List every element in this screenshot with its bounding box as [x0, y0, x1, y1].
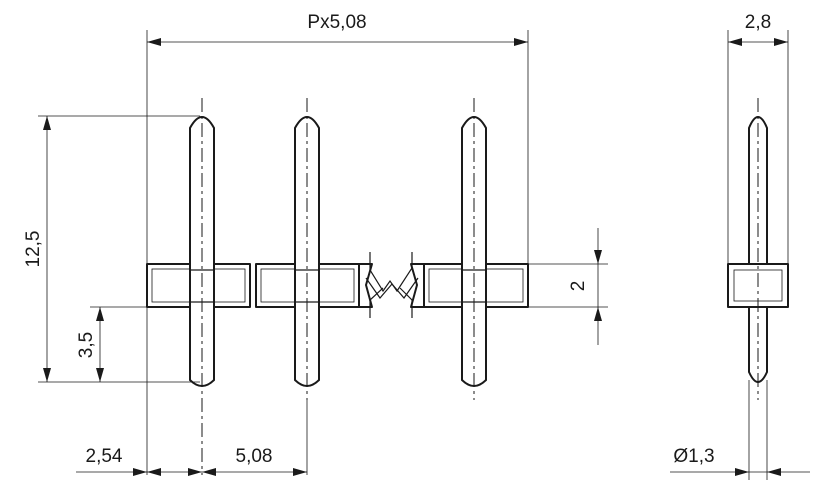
dim-height: 12,5 — [23, 115, 200, 383]
dim-label-body-height: 2 — [568, 281, 589, 292]
side-view: 2,8 Ø1,3 — [670, 12, 810, 480]
zigzag-break-icon — [365, 252, 419, 318]
dim-label-edge-offset: 2,54 — [86, 446, 123, 467]
dim-label-lower-pin: 3,5 — [76, 332, 97, 358]
front-view — [146, 98, 529, 475]
body-partial-right — [410, 263, 425, 308]
dim-overall: Px5,08 — [146, 12, 529, 475]
side-pin-lower — [748, 306, 768, 383]
dim-label-overall: Px5,08 — [307, 12, 366, 33]
dim-lower-pin: 3,5 — [76, 306, 147, 382]
dim-body-height: 2 — [528, 228, 608, 345]
dim-label-pitch: 5,08 — [236, 446, 273, 467]
dim-label-pin-diameter: Ø1,3 — [673, 446, 714, 467]
dim-label-height: 12,5 — [23, 231, 44, 268]
side-pin-upper — [748, 116, 768, 265]
dim-bottom: 2,54 5,08 — [76, 446, 307, 476]
dim-label-side-width: 2,8 — [745, 12, 771, 33]
